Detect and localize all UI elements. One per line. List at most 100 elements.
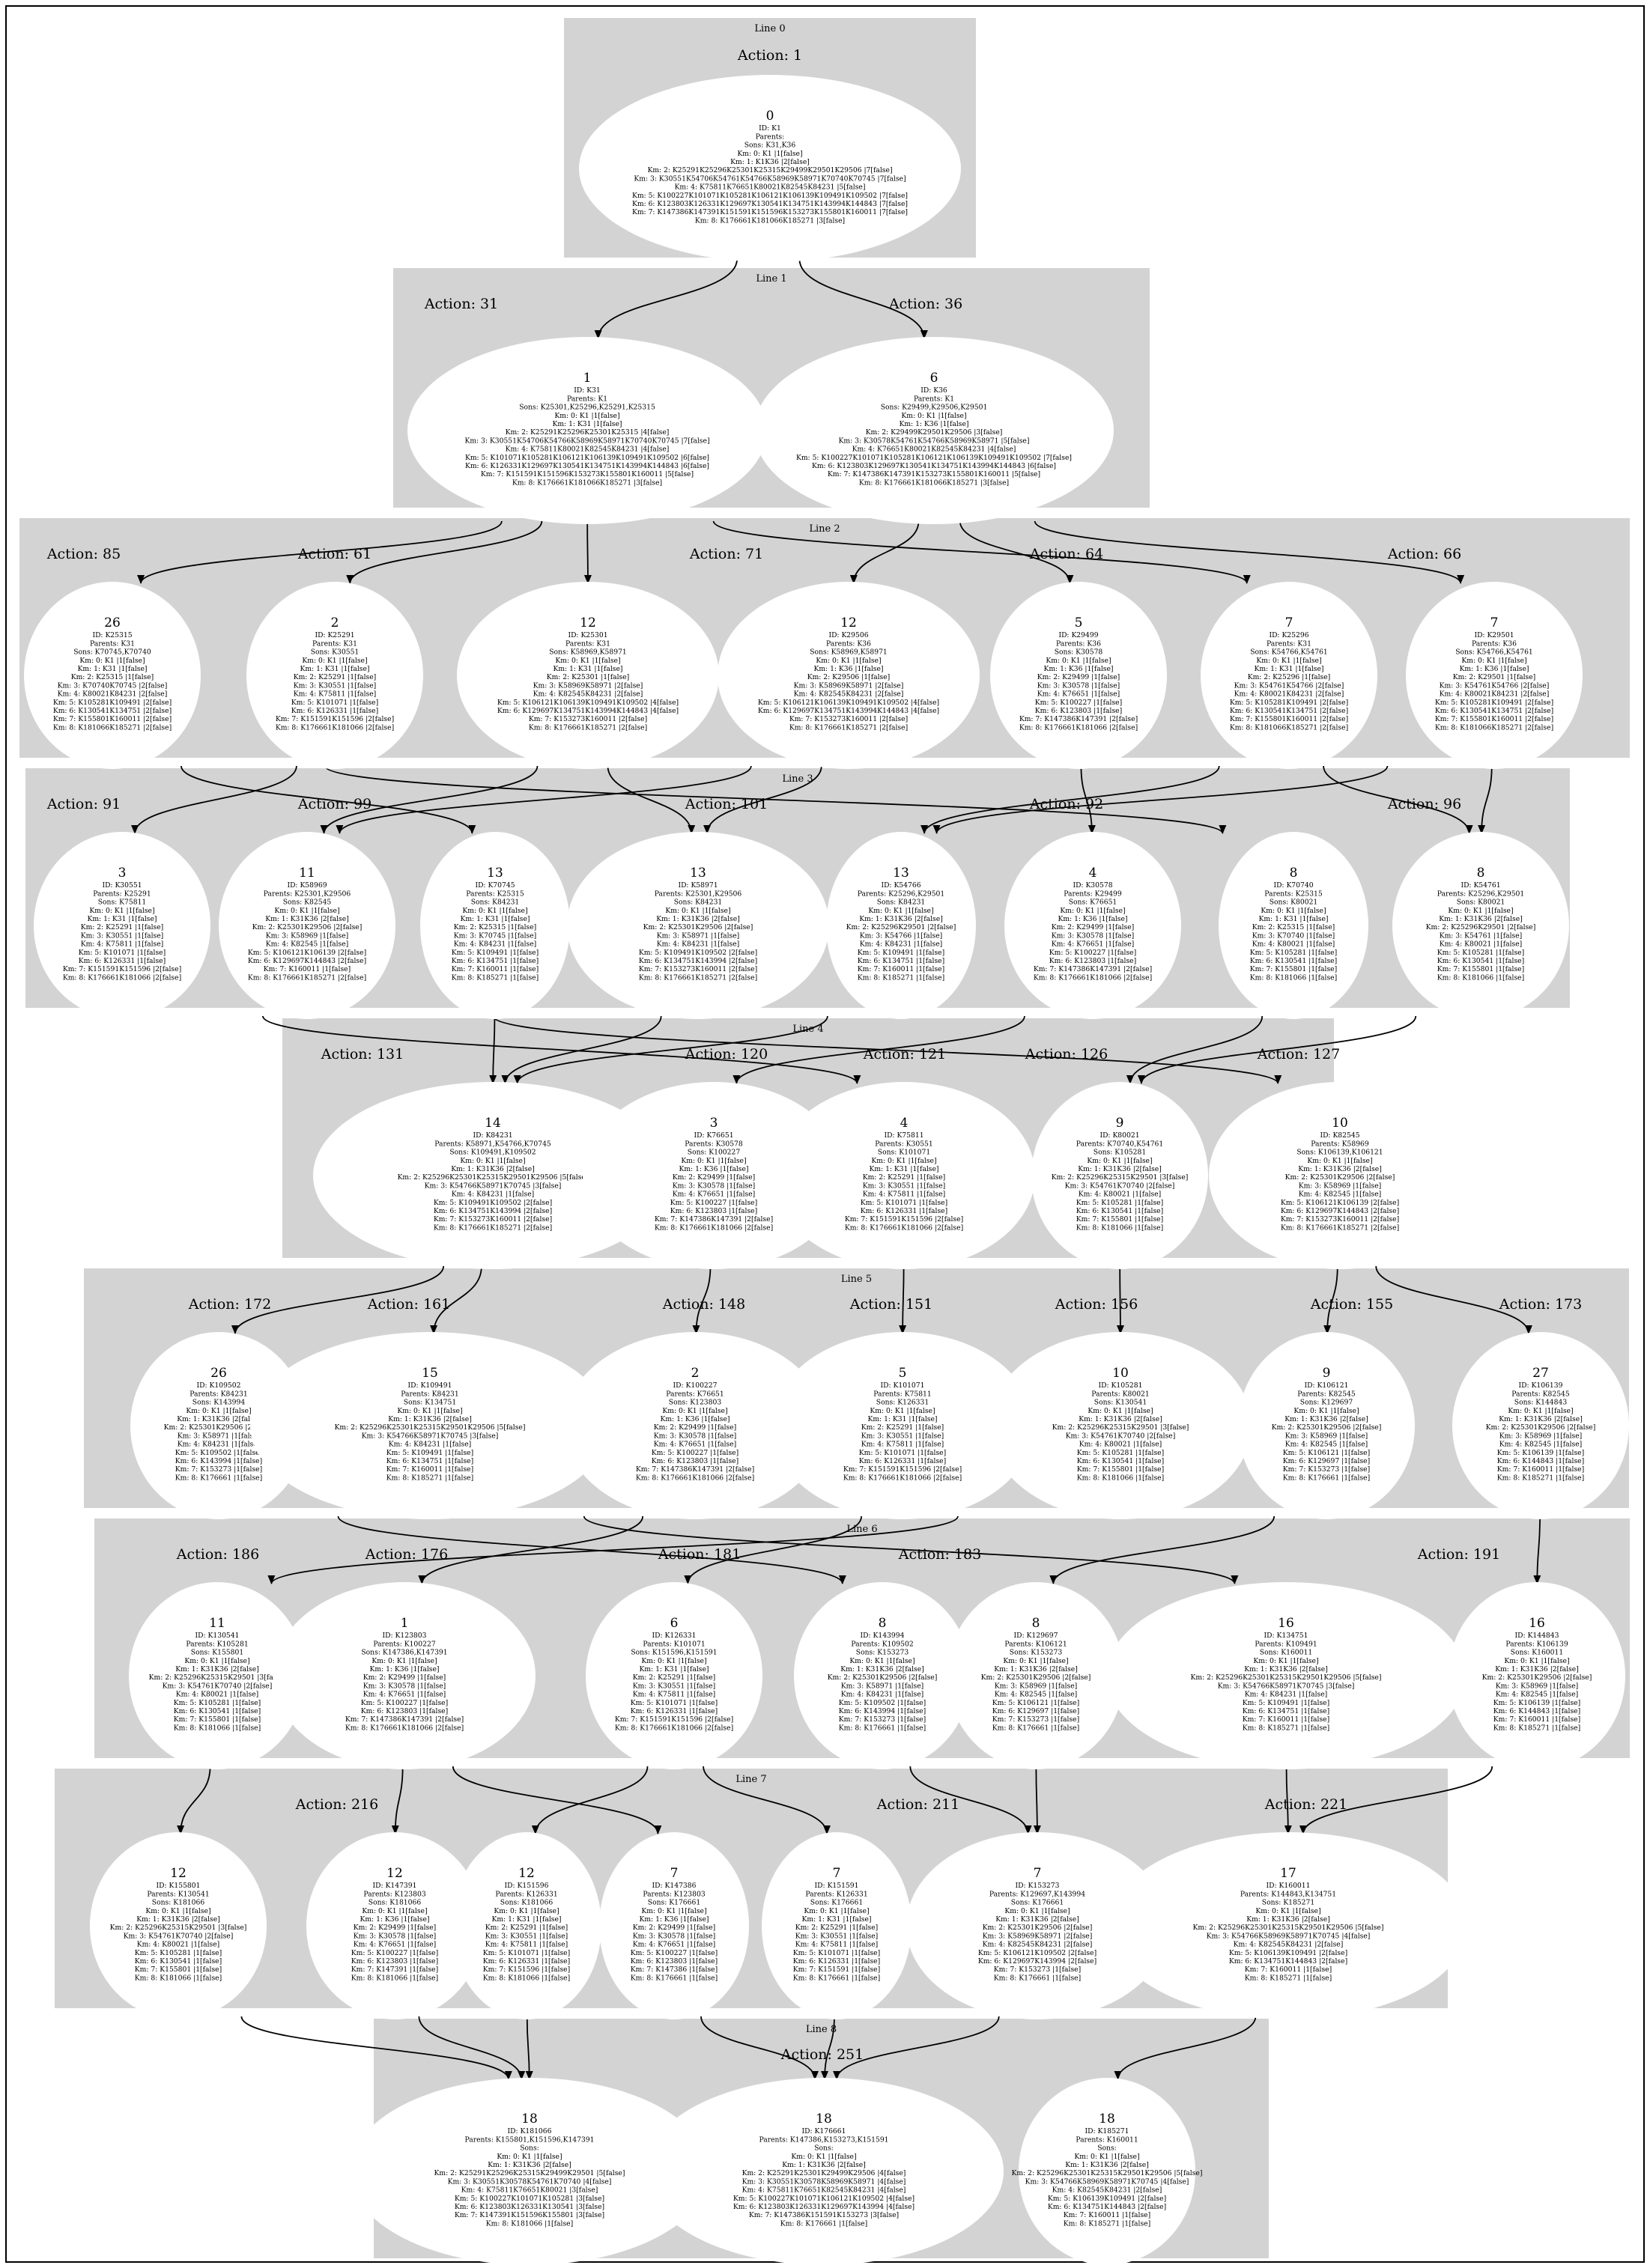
- node-ellipse: [1238, 1332, 1415, 1519]
- action-label: Action: 131: [321, 1046, 404, 1062]
- node-detail-line: Km: 6: K130541 |1[false]: [1076, 1207, 1163, 1215]
- node-detail-line: Km: 0: K1 |1[false]: [641, 1907, 706, 1915]
- node-detail-line: Km: 7: K147386 |1[false]: [631, 1966, 718, 1974]
- node-detail-line: Parents: K123803: [363, 1890, 426, 1898]
- edge-arrow: [346, 520, 543, 584]
- node-detail-line: Km: 5: K100227K101071K105281K106121K1061…: [632, 192, 908, 200]
- node-detail-line: Parents: K31: [1267, 639, 1311, 648]
- node-detail-line: Km: 5: K105281K109491 |2[false]: [1435, 699, 1553, 707]
- node-detail-line: Km: 6: K126331 |1[false]: [79, 957, 166, 965]
- node-detail-line: Km: 2: K25296K29501 |2[false]: [846, 923, 956, 931]
- node-detail-line: ID: K101071: [881, 1381, 925, 1390]
- node-detail-line: Km: 7: K153273 |1[false]: [992, 1715, 1079, 1724]
- node-detail-line: Km: 8: K181066 |1[false]: [1250, 973, 1337, 982]
- node-detail-line: Sons: K129697: [1300, 1399, 1353, 1407]
- node-detail-line: Km: 4: K84231 |1[false]: [389, 1441, 472, 1449]
- node-detail-line: ID: K29499: [1058, 631, 1098, 639]
- node-detail-line: Parents: K100227: [373, 1640, 436, 1648]
- node-ellipse: [457, 582, 719, 769]
- node-ellipse: [1201, 582, 1377, 769]
- edge-arrow: [1533, 1515, 1541, 1584]
- action-label: Action: 216: [295, 1796, 378, 1813]
- node-detail-line: ID: K123803: [383, 1632, 427, 1640]
- node-detail-line: Km: 1: K31K36 |2[false]: [265, 915, 349, 923]
- node-detail-line: Km: 8: K176661 |1[false]: [793, 1974, 880, 1982]
- node-detail-line: ID: K176661: [802, 2127, 846, 2135]
- node-detail-line: ID: K134751: [1264, 1632, 1308, 1640]
- node-detail-line: Parents: K126331: [805, 1890, 867, 1898]
- node-detail-line: Parents: K30551: [875, 1140, 933, 1148]
- action-label: Action: 96: [1387, 796, 1461, 812]
- node-detail-line: Sons: K109491,K109502: [449, 1149, 536, 1157]
- node-detail-line: ID: K151596: [505, 1882, 549, 1890]
- node-detail-line: Parents: K30578: [685, 1140, 743, 1148]
- edge-arrow: [959, 520, 1074, 584]
- node-detail-line: Km: 0: K1 |1[false]: [1256, 657, 1321, 665]
- node-detail-line: Parents: K82545: [1511, 1390, 1570, 1398]
- node-detail-line: Km: 1: K31 |1[false]: [1258, 915, 1328, 923]
- node-detail-line: Km: 1: K31K36 |2[false]: [1495, 1665, 1579, 1673]
- node-detail-line: Km: 2: K29499 |1[false]: [354, 1924, 437, 1932]
- node-detail-line: Km: 2: K29506 |1[false]: [807, 673, 891, 681]
- node-detail-line: Km: 2: K25296K25301K25315K29501K29506 |5…: [335, 1423, 526, 1432]
- node-detail-line: ID: K29501: [1474, 631, 1514, 639]
- node-detail-line: Km: 8: K176661 |1[false]: [1283, 1474, 1370, 1482]
- node-number: 11: [209, 1616, 225, 1631]
- node-detail-line: Sons: K126331: [876, 1399, 929, 1407]
- node-detail-line: Km: 7: K151591K151596 |2[false]: [276, 715, 394, 723]
- node-ellipse: [762, 1832, 912, 2019]
- node-detail-line: Km: 5: K105281 |1[false]: [1077, 1449, 1164, 1457]
- line-label: Line 2: [809, 523, 840, 535]
- line-label: Line 0: [754, 23, 785, 34]
- node-detail-line: Km: 8: K181066 |1[false]: [1077, 1474, 1164, 1482]
- node-detail-line: Km: 7: K155801K160011 |2[false]: [1230, 715, 1348, 723]
